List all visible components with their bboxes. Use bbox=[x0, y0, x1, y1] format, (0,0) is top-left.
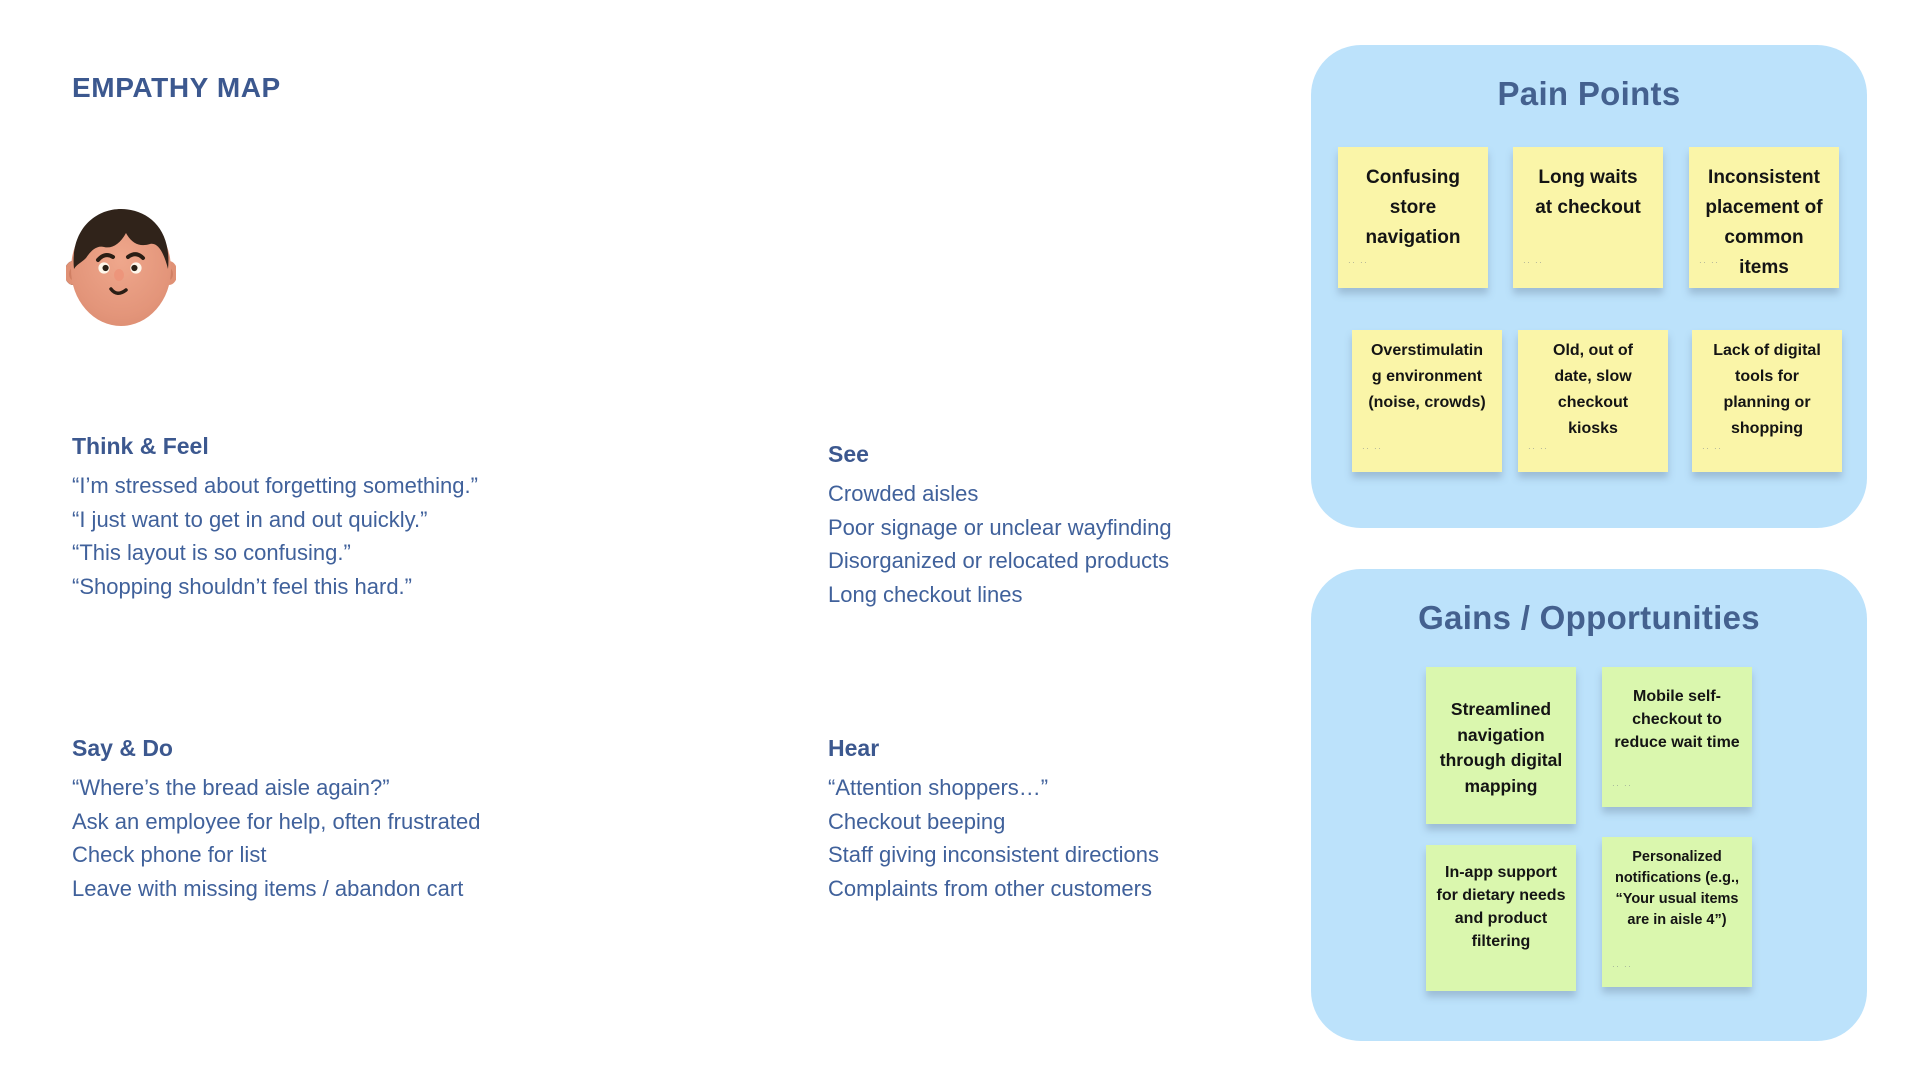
quadrant-item: “I’m stressed about forgetting something… bbox=[72, 473, 478, 498]
sticky-note-signature: ·· ·· bbox=[1528, 444, 1549, 453]
sticky-note[interactable]: Overstimulatin g environment (noise, cro… bbox=[1352, 330, 1502, 472]
sticky-note-signature: ·· ·· bbox=[1362, 444, 1383, 453]
pain-points-panel[interactable]: Pain Points Confusing store navigation··… bbox=[1311, 45, 1867, 528]
quadrant-item: Poor signage or unclear wayfinding bbox=[828, 514, 1172, 540]
sticky-note[interactable]: Mobile self- checkout to reduce wait tim… bbox=[1602, 667, 1752, 807]
quadrant-item: Long checkout lines bbox=[828, 581, 1023, 607]
sticky-note-signature: ·· ·· bbox=[1523, 258, 1544, 267]
quadrant-item: Leave with missing items / abandon cart bbox=[72, 875, 464, 901]
quadrant-think-feel[interactable]: Think & Feel “I’m stressed about forgett… bbox=[72, 433, 712, 603]
sticky-note-text: Overstimulatin g environment (noise, cro… bbox=[1368, 342, 1486, 411]
sticky-note[interactable]: In-app support for dietary needs and pro… bbox=[1426, 845, 1576, 991]
sticky-note-text: Confusing store navigation bbox=[1365, 167, 1461, 248]
sticky-note-text: Long waits at checkout bbox=[1535, 167, 1641, 218]
quadrant-item: Checkout beeping bbox=[828, 808, 1006, 834]
quadrant-item-list: “Where’s the bread aisle again?” Ask an e… bbox=[72, 771, 712, 905]
quadrant-heading: Hear bbox=[828, 735, 880, 761]
sticky-note-text: In-app support for dietary needs and pro… bbox=[1436, 864, 1566, 950]
quadrant-heading: See bbox=[828, 441, 869, 467]
pain-points-title: Pain Points bbox=[1497, 75, 1681, 112]
page-title[interactable]: EMPATHY MAP bbox=[72, 72, 281, 103]
quadrant-item: Check phone for list bbox=[72, 842, 267, 867]
sticky-note-signature: ·· ·· bbox=[1348, 258, 1369, 267]
sticky-note[interactable]: Inconsistent placement of common items··… bbox=[1689, 147, 1839, 288]
quadrant-item: Ask an employee for help, often frustrat… bbox=[72, 808, 481, 834]
sticky-note-text: Streamlined navigation through digital m… bbox=[1439, 699, 1563, 796]
gains-opportunities-notes: Streamlined navigation through digital m… bbox=[1311, 569, 1867, 1041]
pain-points-notes: Confusing store navigation·· ··Long wait… bbox=[1311, 45, 1867, 528]
sticky-note-signature: ·· ·· bbox=[1699, 258, 1720, 267]
sticky-note-signature: ·· ·· bbox=[1702, 444, 1723, 453]
sticky-note-text: Personalized notifications (e.g., “Your … bbox=[1614, 849, 1740, 928]
gains-opportunities-panel[interactable]: Gains / Opportunities Streamlined naviga… bbox=[1311, 569, 1867, 1041]
quadrant-item: “I just want to get in and out quickly.” bbox=[72, 506, 428, 532]
man-face-icon bbox=[64, 209, 178, 326]
sticky-note[interactable]: Old, out of date, slow checkout kiosks ··… bbox=[1518, 330, 1668, 472]
quadrant-item: “Attention shoppers…” bbox=[828, 775, 1049, 800]
quadrant-item: “Where’s the bread aisle again?” bbox=[72, 775, 390, 800]
sticky-note-text: Old, out of date, slow checkout kiosks bbox=[1553, 342, 1633, 437]
sticky-note-signature: ·· ·· bbox=[1612, 962, 1633, 971]
gains-opportunities-title: Gains / Opportunities bbox=[1418, 599, 1760, 636]
quadrant-hear[interactable]: Hear “Attention shoppers…” Checkout beepi… bbox=[828, 735, 1468, 905]
sticky-note[interactable]: Streamlined navigation through digital m… bbox=[1426, 667, 1576, 824]
quadrant-say-do[interactable]: Say & Do “Where’s the bread aisle again?… bbox=[72, 735, 712, 905]
sticky-note[interactable]: Lack of digital tools for planning or sh… bbox=[1692, 330, 1842, 472]
sticky-note[interactable]: Long waits at checkout ·· ·· bbox=[1513, 147, 1663, 288]
quadrant-heading: Think & Feel bbox=[72, 433, 209, 459]
quadrant-item: Staff giving inconsistent directions bbox=[828, 842, 1159, 867]
sticky-note[interactable]: Personalized notifications (e.g., “Your … bbox=[1602, 837, 1752, 987]
sticky-note-text: Mobile self- checkout to reduce wait tim… bbox=[1614, 688, 1740, 751]
quadrant-item: Disorganized or relocated products bbox=[828, 548, 1170, 573]
sticky-note-text: Lack of digital tools for planning or sh… bbox=[1713, 342, 1821, 437]
sticky-note[interactable]: Confusing store navigation ·· ·· bbox=[1338, 147, 1488, 288]
persona-avatar[interactable] bbox=[64, 203, 178, 327]
sticky-note-signature: ·· ·· bbox=[1612, 781, 1633, 790]
quadrant-item-list: “I’m stressed about forgetting something… bbox=[72, 469, 712, 603]
quadrant-item: Complaints from other customers bbox=[828, 875, 1152, 901]
quadrant-heading: Say & Do bbox=[72, 735, 173, 761]
quadrant-item: “Shopping shouldn’t feel this hard.” bbox=[72, 573, 412, 599]
sticky-note-text: Inconsistent placement of common items bbox=[1705, 167, 1823, 278]
quadrant-item: “This layout is so confusing.” bbox=[72, 540, 351, 565]
quadrant-item: Crowded aisles bbox=[828, 481, 979, 506]
